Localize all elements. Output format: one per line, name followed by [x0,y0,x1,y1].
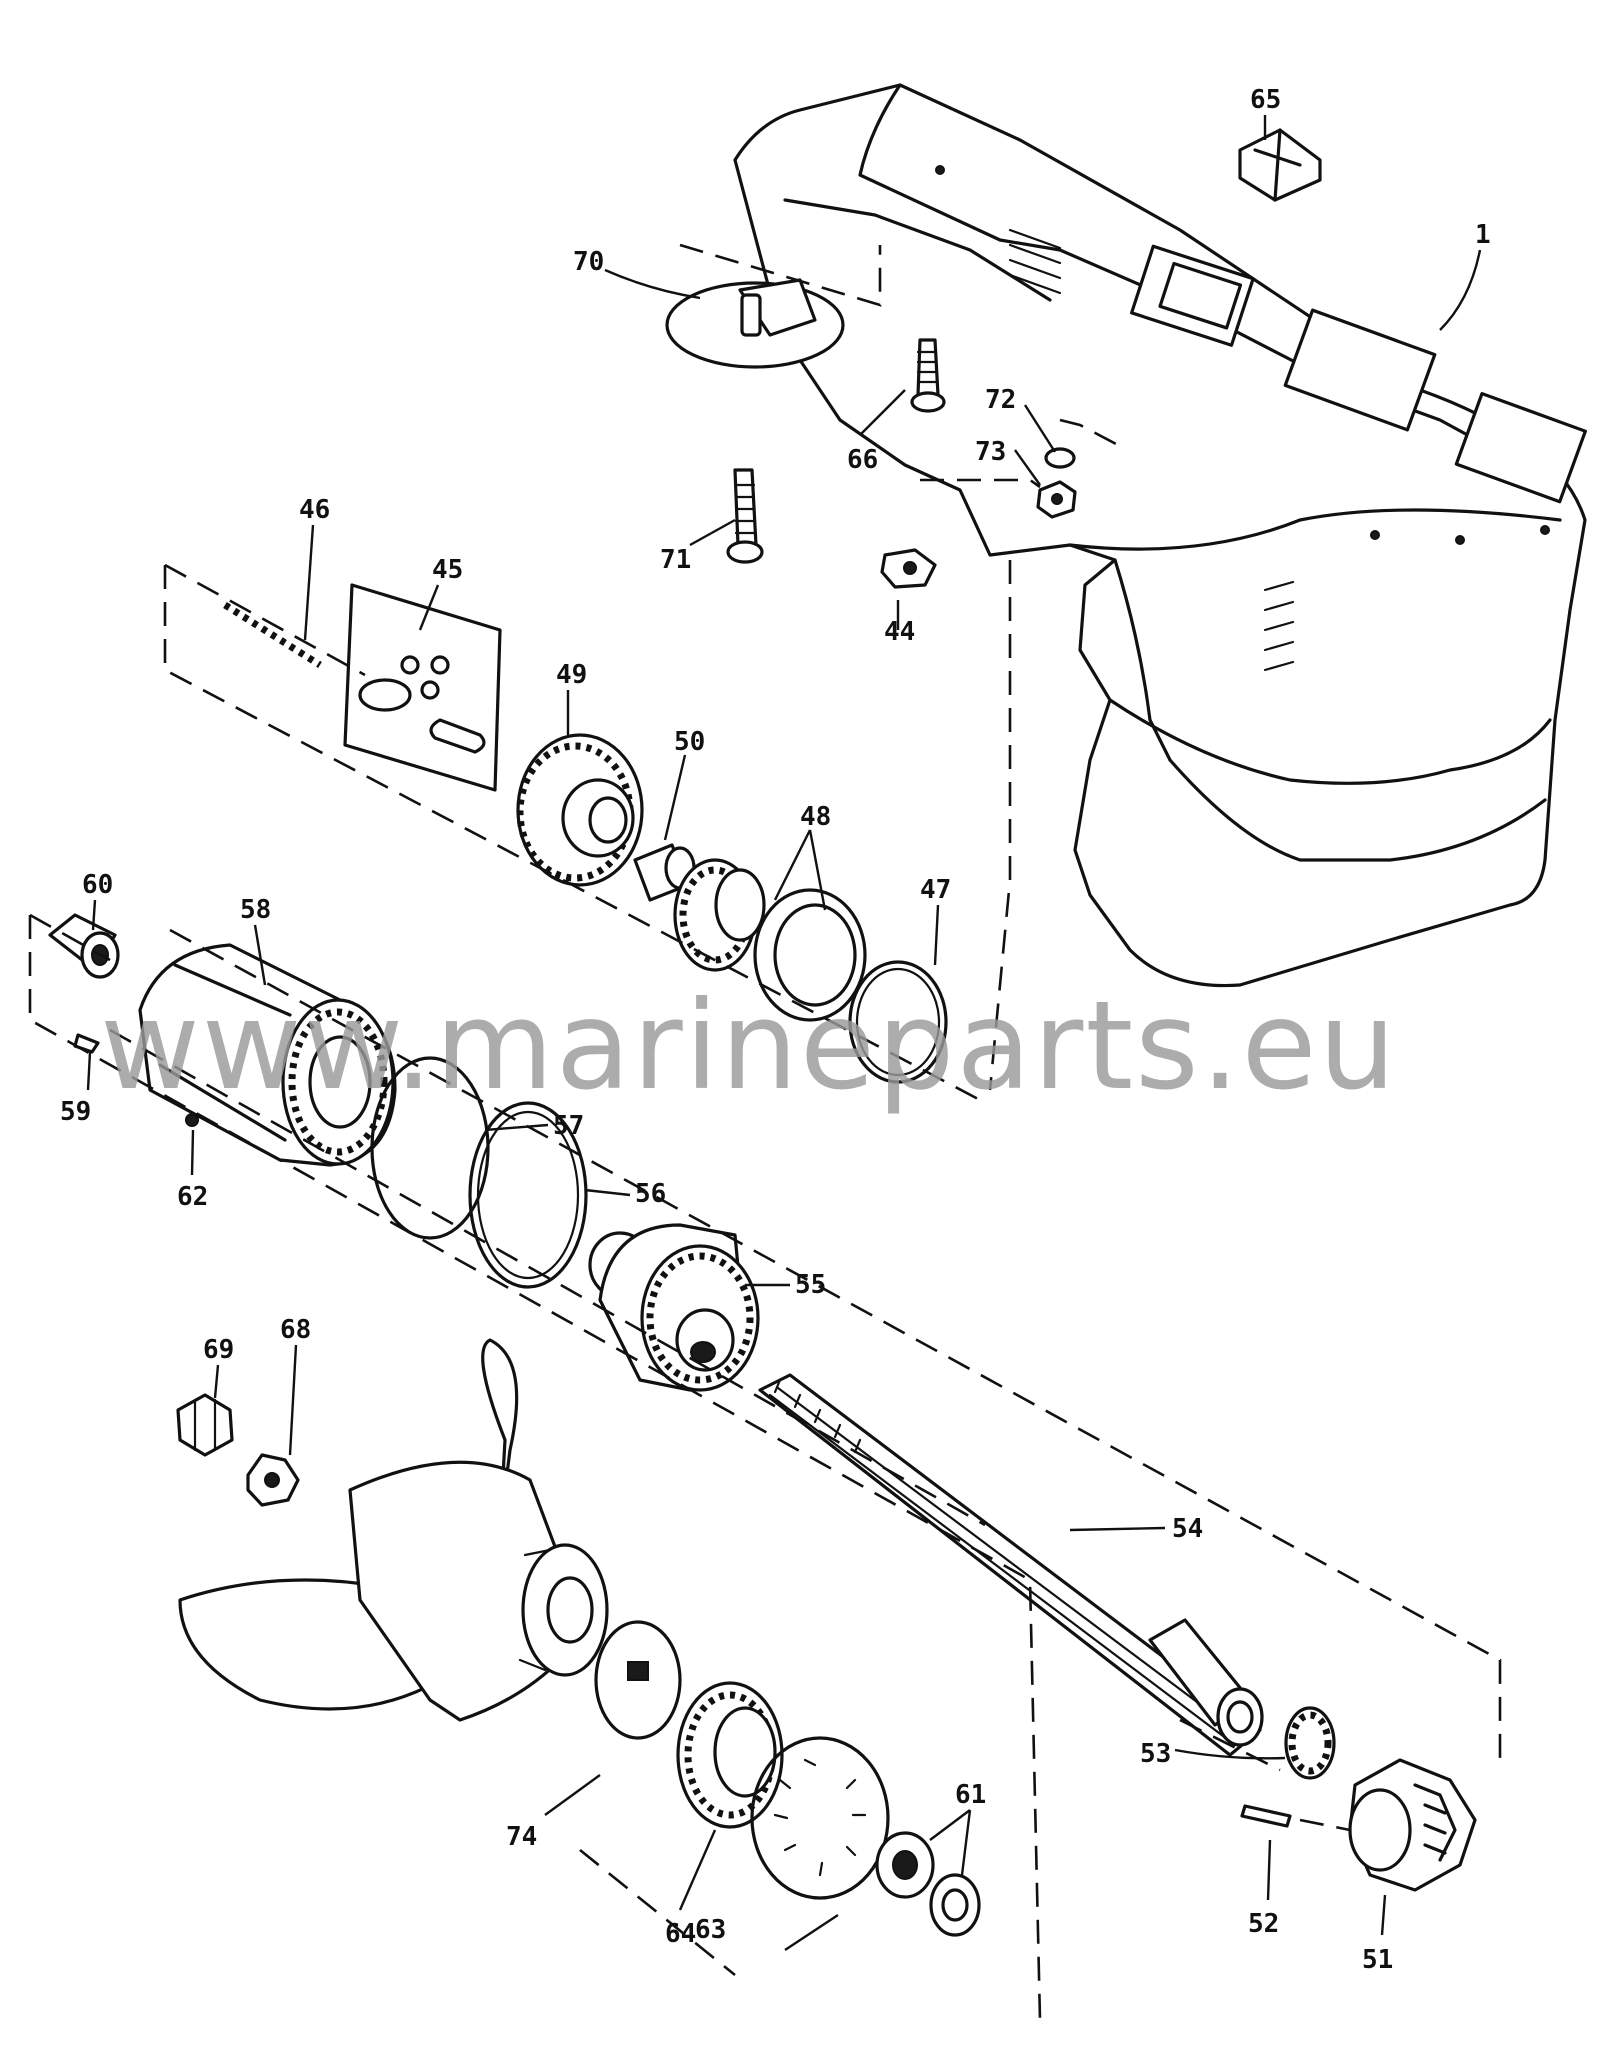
watermark: www.marineparts.eu [100,975,1398,1117]
callout-54: 54 [1172,1514,1203,1544]
part-63-lockwasher [750,1736,890,1900]
callout-44: 44 [884,617,915,647]
callout-63: 63 [695,1915,726,1945]
part-57-o-ring [370,1056,490,1240]
callout-64: 64 [665,1919,696,1949]
callout-68: 68 [280,1315,311,1345]
part-61-seals [875,1831,981,1937]
callout-56: 56 [635,1179,666,1209]
callout-58: 58 [240,895,271,925]
callout-45: 45 [432,555,463,585]
callout-62: 62 [177,1182,208,1212]
gear-housing [733,83,1587,988]
part-49-gear [516,733,644,887]
part-64-bearing-carrier [676,1681,784,1829]
part-73-nut [1036,480,1077,519]
part-55-gear [588,1223,760,1392]
callout-labels: 65 1 70 66 72 73 71 44 46 45 49 50 48 47… [60,85,1491,1975]
part-59-pin [73,1033,100,1054]
part-44-spacer [880,548,937,589]
part-65-retainer [1238,128,1322,202]
part-72-washer [1044,447,1076,469]
callout-65: 65 [1250,85,1281,115]
propeller [178,1338,609,1722]
part-62-ball [185,1113,199,1127]
callout-70: 70 [573,247,604,277]
part-52-pin [1240,1804,1292,1828]
callout-48: 48 [800,802,831,832]
part-71-screw [726,468,764,564]
part-68-washer [246,1453,300,1507]
callout-61: 61 [955,1780,986,1810]
callout-47: 47 [920,875,951,905]
callout-60: 60 [82,870,113,900]
part-51-clutch [1348,1758,1477,1892]
callout-51: 51 [1362,1945,1393,1975]
callout-69: 69 [203,1335,234,1365]
part-54-propeller-shaft [758,1373,1264,1757]
callout-57: 57 [553,1111,584,1141]
part-74-thrust-hub [594,1620,682,1740]
part-53-bearing [1284,1706,1336,1780]
part-70-trim-tab [665,278,845,369]
callout-59: 59 [60,1097,91,1127]
callout-71: 71 [660,545,691,575]
callout-50: 50 [674,727,705,757]
assembly-lines [28,243,1502,2021]
leader-lines [86,115,1482,1952]
callout-1: 1 [1475,220,1491,250]
part-66-screw [910,338,946,413]
callout-53: 53 [1140,1739,1171,1769]
callout-74: 74 [506,1822,537,1852]
part-60-bushing [48,913,120,979]
callout-72: 72 [985,385,1016,415]
callout-73: 73 [975,437,1006,467]
part-46-spring [223,602,322,668]
callout-55: 55 [795,1270,826,1300]
callout-52: 52 [1248,1909,1279,1939]
callout-49: 49 [556,660,587,690]
part-48-bearing-cup-cone [673,858,867,1022]
part-58-bearing-carrier [138,943,397,1167]
part-50-bearing [633,843,696,902]
part-56-shim [468,1101,588,1289]
callout-46: 46 [299,495,330,525]
part-45-parts-kit [343,583,502,792]
callout-66: 66 [847,445,878,475]
part-47-shim [848,960,948,1084]
part-69-nut [176,1393,234,1457]
